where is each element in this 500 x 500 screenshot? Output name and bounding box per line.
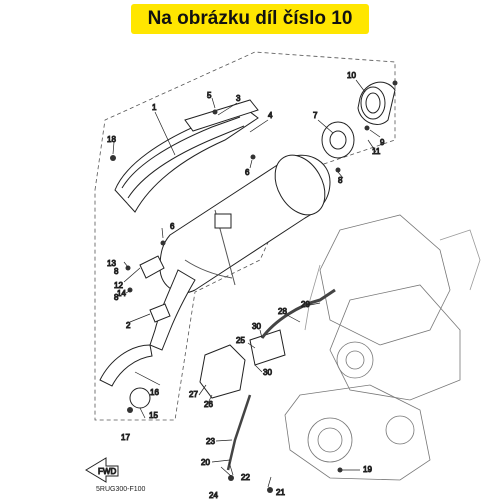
part-callouts: 1 2 3 4 5 6 6 7 8 8 8 9 10 11 12 13 14 1… [107, 71, 386, 500]
callout-20: 20 [201, 458, 210, 467]
callout-5: 5 [207, 91, 212, 100]
callout-30b: 30 [263, 368, 272, 377]
callout-19: 19 [363, 465, 372, 474]
muffler-end-cap [357, 81, 396, 125]
callout-26: 26 [204, 400, 213, 409]
leader-lines [112, 79, 381, 488]
callout-4: 4 [268, 111, 273, 120]
diagram-code: 5RUG300-F100 [96, 486, 146, 493]
pipe-flange [129, 387, 151, 409]
callout-9: 9 [380, 138, 385, 147]
callout-22: 22 [241, 473, 250, 482]
engine-crankcase-outline [284, 214, 481, 481]
callout-1: 1 [152, 103, 157, 112]
callout-12: 12 [114, 281, 123, 290]
fwd-label: FWD [98, 467, 116, 476]
callout-23: 23 [206, 437, 215, 446]
callout-7: 7 [313, 111, 318, 120]
callout-8b: 8 [114, 267, 119, 276]
air-hose [226, 394, 252, 471]
callout-11: 11 [372, 147, 381, 156]
callout-6b: 6 [170, 222, 175, 231]
shield-bracket [184, 99, 259, 132]
callout-2: 2 [126, 321, 131, 330]
callout-8c: 8 [114, 293, 119, 302]
forward-direction-marker: FWD [85, 457, 119, 483]
callout-13: 13 [107, 259, 116, 268]
callout-6a: 6 [245, 168, 250, 177]
callout-15: 15 [149, 411, 158, 420]
callout-10: 10 [347, 71, 356, 80]
highlight-banner: Na obrázku díl číslo 10 [131, 4, 369, 34]
callout-14: 14 [117, 289, 126, 298]
end-cap-flange [321, 121, 355, 159]
callout-18: 18 [107, 135, 116, 144]
callout-28: 28 [278, 307, 287, 316]
joint-gasket [149, 303, 171, 323]
callout-8a: 8 [338, 176, 343, 185]
callout-29: 29 [301, 300, 310, 309]
callout-27: 27 [189, 390, 198, 399]
callout-16: 16 [150, 388, 159, 397]
callout-24: 24 [209, 491, 218, 500]
pipe-clamp [139, 255, 165, 279]
callout-3: 3 [236, 94, 241, 103]
banner-text: Na obrázku díl číslo 10 [147, 8, 353, 29]
air-induction-pipe [99, 344, 153, 387]
bolts [110, 80, 398, 493]
muffler-body [159, 154, 331, 294]
callout-21: 21 [276, 488, 285, 497]
exhaust-pipe [149, 269, 196, 351]
air-cut-valve [199, 288, 336, 399]
callout-25: 25 [236, 336, 245, 345]
callout-17: 17 [121, 433, 130, 442]
heat-shield [114, 107, 259, 213]
callout-30a: 30 [252, 322, 261, 331]
